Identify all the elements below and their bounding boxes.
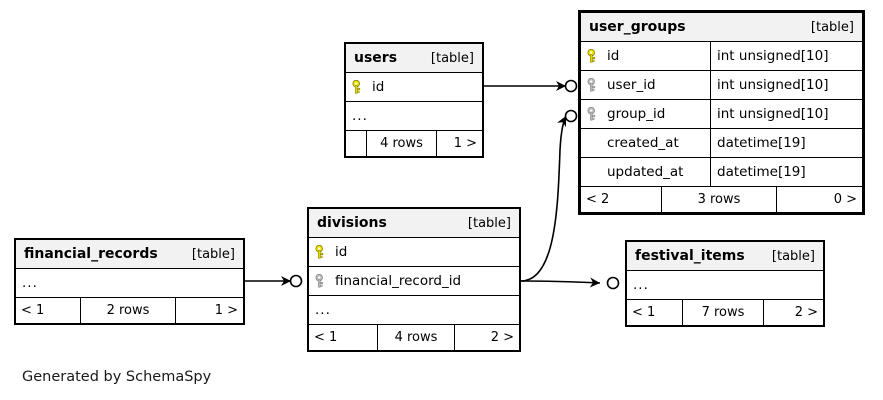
foreign-key-icon: [587, 107, 600, 121]
table-users-header: users [table]: [346, 44, 482, 73]
primary-key-icon: [315, 245, 328, 259]
table-users-footer: 4 rows 1 >: [346, 131, 482, 156]
primary-key-icon: [352, 80, 365, 94]
table-divisions-header: divisions [table]: [309, 209, 519, 238]
footer-children-count[interactable]: 0 >: [776, 187, 862, 212]
footer-row-count: 2 rows: [80, 298, 175, 323]
table-divisions-column-financial_record_id[interactable]: financial_record_id: [309, 267, 519, 296]
column-name-cell: financial_record_id: [309, 267, 519, 295]
table-festival_items-tag: [table]: [771, 248, 815, 264]
column-name-cell: id: [309, 238, 519, 266]
column-name-cell: created_at: [581, 129, 710, 157]
table-users-more-columns: ...: [346, 102, 482, 131]
column-label: id: [372, 79, 385, 95]
column-label: created_at: [607, 135, 679, 151]
column-type-cell: datetime[19]: [710, 158, 862, 186]
footer-children-count[interactable]: 1 >: [175, 298, 243, 323]
table-financial_records-more-columns: ...: [16, 269, 243, 298]
table-user_groups-column-id[interactable]: id int unsigned[10]: [581, 42, 862, 71]
footer-row-count: 4 rows: [377, 325, 454, 350]
column-type-cell: datetime[19]: [710, 129, 862, 157]
table-user_groups-column-group_id[interactable]: group_id int unsigned[10]: [581, 100, 862, 129]
column-type-cell: int unsigned[10]: [710, 71, 862, 99]
table-financial_records-tag: [table]: [191, 246, 235, 262]
table-user_groups-header: user_groups [table]: [581, 13, 862, 42]
table-financial_records-header: financial_records [table]: [16, 240, 243, 269]
table-festival_items-header: festival_items [table]: [627, 242, 823, 271]
table-users-column-id[interactable]: id: [346, 73, 482, 102]
footer-parents-count[interactable]: < 1: [632, 305, 656, 320]
table-financial_records[interactable]: financial_records [table] ... < 1 2 rows…: [14, 238, 245, 325]
footer-parents-count[interactable]: < 2: [586, 192, 610, 207]
column-label: user_id: [607, 77, 656, 93]
relationship-divisions-user_groups: [520, 109, 578, 282]
footer-children-count[interactable]: 1 >: [436, 131, 482, 156]
table-user_groups-tag: [table]: [810, 19, 854, 35]
column-name-cell: updated_at: [581, 158, 710, 186]
table-user_groups-column-updated_at[interactable]: updated_at datetime[19]: [581, 158, 862, 187]
column-label: updated_at: [607, 164, 684, 180]
table-divisions[interactable]: divisions [table] id: [307, 207, 521, 352]
table-user_groups-column-user_id[interactable]: user_id int unsigned[10]: [581, 71, 862, 100]
column-name-cell: group_id: [581, 100, 710, 128]
diagram-caption: Generated by SchemaSpy: [22, 369, 212, 385]
table-users-tag: [table]: [430, 50, 474, 66]
footer-row-count: 4 rows: [366, 131, 436, 156]
footer-children-count[interactable]: 2 >: [763, 300, 823, 325]
table-user_groups-footer: < 2 3 rows 0 >: [581, 187, 862, 212]
column-name-cell: user_id: [581, 71, 710, 99]
relationship-users-user_groups: [484, 79, 578, 93]
table-user_groups-name: user_groups: [589, 19, 686, 35]
table-divisions-more-columns: ...: [309, 296, 519, 325]
column-name-cell: id: [581, 42, 710, 70]
footer-row-count: 7 rows: [682, 300, 763, 325]
footer-parents-count[interactable]: [346, 131, 366, 156]
column-label: id: [335, 244, 348, 260]
table-user_groups-column-created_at[interactable]: created_at datetime[19]: [581, 129, 862, 158]
column-type-cell: int unsigned[10]: [710, 42, 862, 70]
column-label: financial_record_id: [335, 273, 462, 289]
column-label: id: [607, 48, 620, 64]
table-users[interactable]: users [table] id ... 4 rows: [344, 42, 484, 158]
column-name-cell: id: [346, 73, 482, 101]
table-divisions-name: divisions: [317, 215, 387, 231]
table-users-name: users: [354, 50, 398, 66]
foreign-key-icon: [587, 78, 600, 92]
table-festival_items-footer: < 1 7 rows 2 >: [627, 300, 823, 325]
table-financial_records-name: financial_records: [24, 246, 158, 262]
table-divisions-footer: < 1 4 rows 2 >: [309, 325, 519, 350]
table-festival_items-name: festival_items: [635, 248, 745, 264]
footer-parents-count[interactable]: < 1: [21, 303, 45, 318]
column-label: group_id: [607, 106, 666, 122]
footer-parents-count[interactable]: < 1: [314, 330, 338, 345]
table-user_groups[interactable]: user_groups [table] id int unsigned[10]: [578, 10, 865, 215]
primary-key-icon: [587, 49, 600, 63]
table-financial_records-footer: < 1 2 rows 1 >: [16, 298, 243, 323]
foreign-key-icon: [315, 274, 328, 288]
table-divisions-column-id[interactable]: id: [309, 238, 519, 267]
table-divisions-tag: [table]: [467, 215, 511, 231]
column-type-cell: int unsigned[10]: [710, 100, 862, 128]
table-festival_items[interactable]: festival_items [table] ... < 1 7 rows 2 …: [625, 240, 825, 327]
footer-row-count: 3 rows: [661, 187, 776, 212]
relationship-financial_records-divisions: [245, 274, 303, 288]
relationship-divisions-festival_items: [520, 276, 620, 290]
footer-children-count[interactable]: 2 >: [454, 325, 519, 350]
table-festival_items-more-columns: ...: [627, 271, 823, 300]
